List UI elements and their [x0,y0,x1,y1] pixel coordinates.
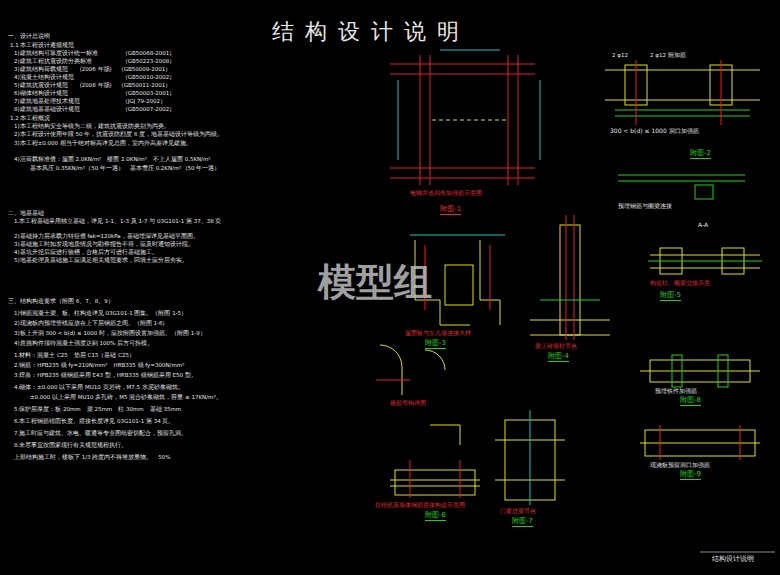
design-note: 基本风压 0.35KN/m²（50 年一遇） 基本雪压 0.2KN/m²（50 … [30,165,220,171]
design-note: 2)现浇板内预埋管线应放在上下层钢筋之间。（附图 1-6） [14,320,168,326]
figure-caption: 梁上砖墙柱节点 [535,343,577,349]
figure-number: 附图-8 [680,397,701,406]
design-note: 4.砌体：±0.000 以下采用 MU10 页岩砖，M7.5 水泥砂浆砌筑。 [14,384,184,390]
design-note: 4)悬挑构件须待混凝土强度达到 100% 后方可拆模。 [14,340,153,346]
figure-number: 附图-4 [548,353,569,362]
design-note: 2)本工程设计使用年限 50 年，抗震设防烈度 6 度，地基基础设计等级为丙级。 [14,131,223,137]
design-note: 7)建筑地基处理技术规范 （JGJ 79-2002） [14,98,166,104]
design-note: 2)建筑工程抗震设防分类标准 （GB50223-2008） [14,58,175,64]
design-note: 7.施工时应与建筑、水电、暖通等专业图纸密切配合，预留孔洞。 [14,430,187,436]
design-note: 2)基础持力层承载力特征值 fak=120kPa，基础埋深详见基础平面图。 [14,233,199,239]
design-note: 6.本工程钢筋锚固长度、搭接长度详见 03G101-1 第 34 页。 [14,418,174,424]
design-note: 5)建筑抗震设计规范 (2008 年版) （GB50011-2001） [14,82,171,88]
design-note: 3)建筑结构荷载规范 (2006 年版) （GB50009-2001） [14,66,171,72]
figure-caption: 拉结筋及墙体钢筋搭接构造示意图 [375,502,465,508]
section-mark: A-A [698,222,708,229]
figure-number: 附图-6 [425,512,446,521]
design-note: 3)板上开洞 300 < b(d) ≤ 1000 时，应按附图设置加强筋。（附图… [14,330,206,336]
design-note: 4)活荷载标准值：屋面 2.0KN/m² 楼面 2.0KN/m² 不上人屋面 0… [14,156,211,162]
design-note: 1.2 本工程概况 [10,115,51,121]
figure-caption: 现浇板预留洞口加强筋 [650,462,710,468]
figure-caption: 300 < b(d) ≤ 1000 洞口加强筋 [610,128,699,135]
design-note: 6)砌体结构设计规范 （GB50003-2001） [14,90,175,96]
figure-number: 附图-7 [512,518,533,527]
design-note: 4)混凝土结构设计规范 （GB50010-2002） [14,74,175,80]
design-note: 一、设计总说明 [8,33,50,39]
rebar-note: 2 φ12 [612,52,628,58]
design-note: 1.本工程基础采用独立基础，详见 1-1、1-3 及 1-7 与 03G101-… [14,218,221,224]
rebar-note: 预埋钢筋与圈梁连接 [618,203,672,209]
rebar-note: 2 φ12 附加筋 [650,52,686,58]
design-note: 8.未尽事宜按国家现行有关规范规程执行。 [14,442,127,448]
figure-caption: 箍筋弯钩详图 [390,400,426,406]
design-note: 1)钢筋混凝土梁、板、柱构造详见 03G101-1 图集。（附图 1-5） [14,310,187,316]
design-note: 1)本工程结构安全等级为二级，建筑抗震设防类别为丙类。 [14,123,170,129]
figure-number: 附图-3 [425,340,446,349]
figure-number: 附图-9 [680,471,701,480]
sheet-name: 结构设计说明 [712,556,754,563]
design-note: 二、地基基础 [8,210,44,216]
design-note: 5.保护层厚度：板 20mm 梁 25mm 柱 30mm 基础 35mm [14,406,181,412]
figure-number: 附图-2 [690,150,711,159]
design-note: 1.材料：混凝土 C25 垫层 C15（基础 C25） [14,352,135,358]
design-note: 3)本工程±0.000 相当于绝对标高详见总图，室内外高差详见建施。 [14,140,192,146]
design-note: 8)建筑地基基础设计规范 （GB50007-2002） [14,106,175,112]
design-note: 4)基坑开挖后应进行验槽，合格后方可进行基础施工。 [14,249,158,255]
sheet-title: 结 构 设 计 说 明 [272,20,461,44]
design-note: 1)建筑结构可靠度设计统一标准 （GB50068-2001） [14,50,175,56]
design-note: ±0.000 以上采用 MU10 多孔砖，M5 混合砂浆砌筑，容重 ≤ 17KN… [30,394,222,400]
design-note: 三、结构构造要求（附图 6、7、8、9） [8,298,114,304]
design-note: 3.焊条：HPB235 级钢筋采用 E43 型，HRB335 级钢筋采用 E50… [14,372,197,378]
figure-number: 附图-1 [440,206,461,215]
design-note: 5)地基处理及基础施工应满足相关规范要求，回填土应分层夯实。 [14,257,188,263]
figure-caption: 构造柱、圈梁交接示意 [650,280,710,287]
design-note: 1.1 本工程设计遵循规范 [10,42,75,48]
figure-caption: 屋面板与女儿墙连接大样 [405,330,471,336]
figure-caption: 预埋铁件加强筋 [655,388,697,394]
watermark: 模型组 [318,262,432,304]
figure-caption: 门窗过梁节点 [500,508,536,514]
design-note: 3)基础施工时如发现地质情况与勘察报告不符，应及时通知设计院。 [14,241,194,247]
design-note: 上部结构施工时，楼板下 1/3 跨度内不得堆放重物。 50% [14,454,171,460]
design-note: 2.钢筋：HPB235 级 fy=210N/mm² HRB335 级 fy=30… [14,362,184,368]
figure-number: 附图-5 [660,292,681,301]
figure-caption: 电梯井道四角加强筋示意图 [410,190,482,197]
